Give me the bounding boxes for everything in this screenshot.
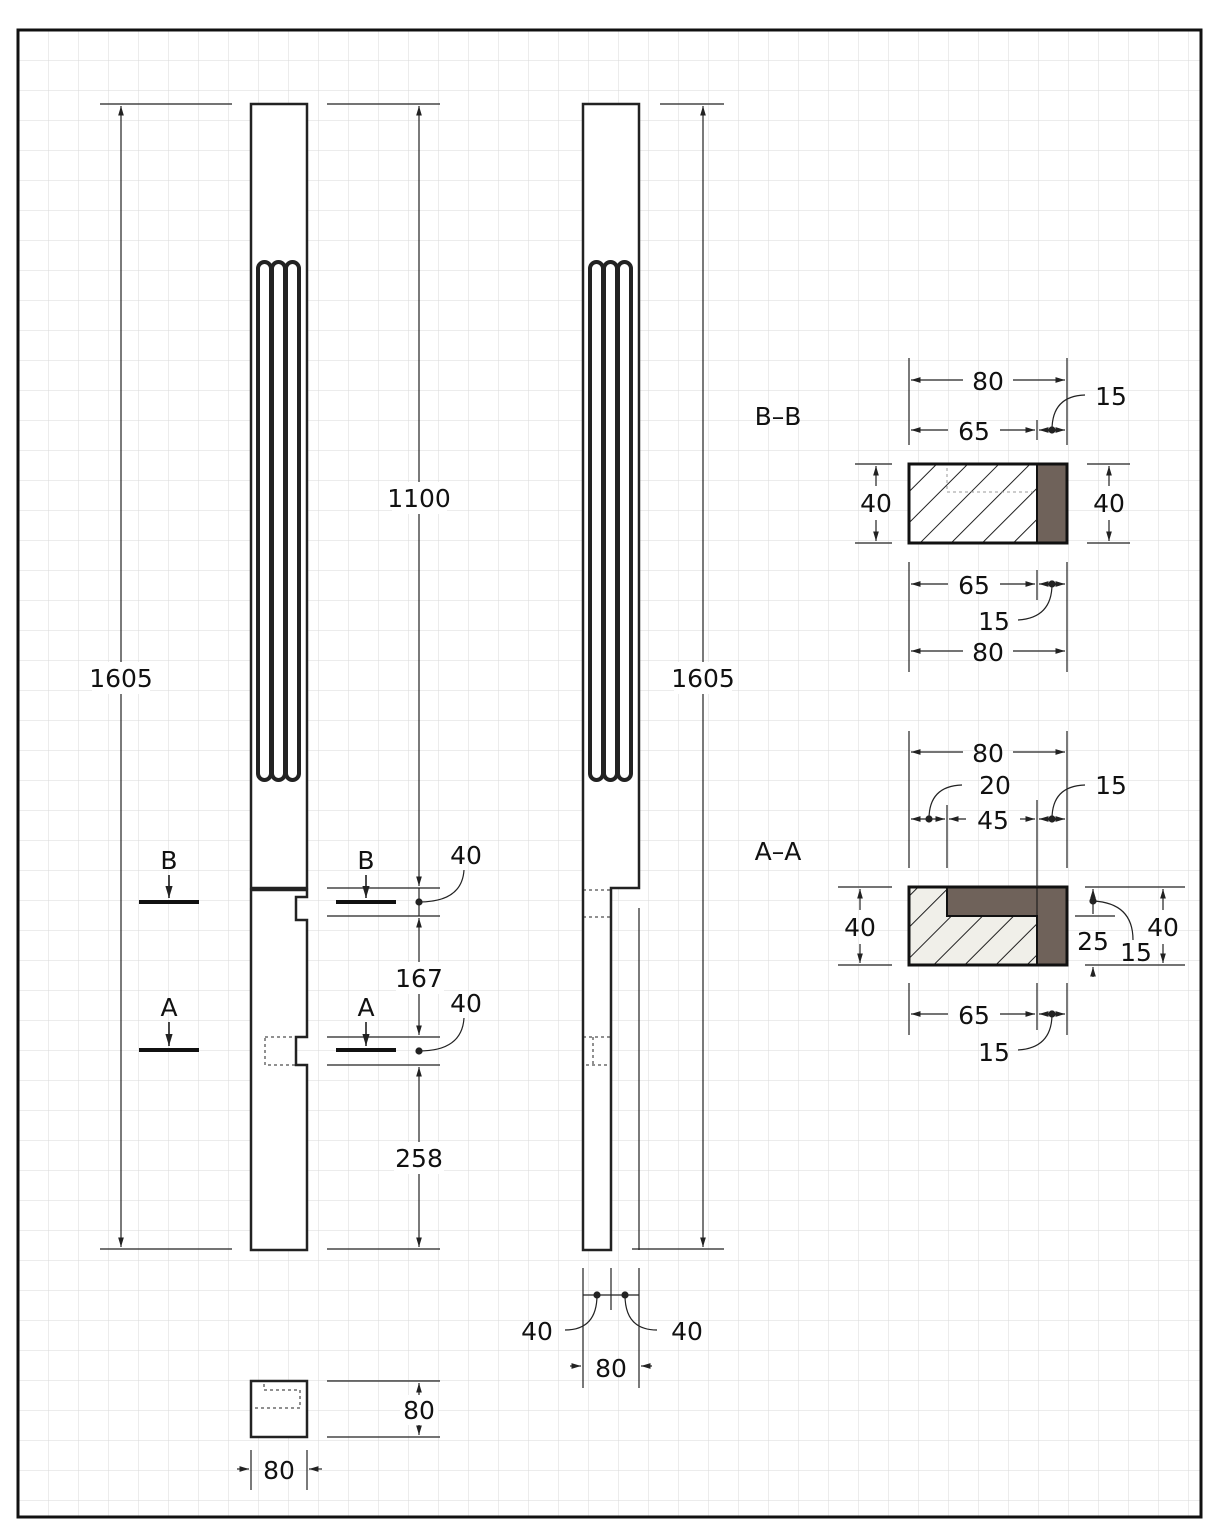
front-flute-height-label: 1100 (387, 484, 451, 513)
flutes-front (256, 260, 301, 782)
side-hidden-groove-b (583, 889, 611, 918)
plan-depth-label: 80 (403, 1396, 435, 1425)
aa-bottom-main: 65 (958, 1001, 990, 1030)
aa-bottom-edge: 15 (978, 1038, 1010, 1067)
front-total-height-label: 1605 (89, 664, 153, 693)
front-between-grooves-label: 167 (395, 964, 443, 993)
side-right-offset-label: 40 (671, 1317, 703, 1346)
bb-top-edge: 15 (1095, 382, 1127, 411)
bb-bottom-overall: 80 (972, 638, 1004, 667)
aa-top-overall: 80 (972, 739, 1004, 768)
aa-right-height: 40 (1147, 913, 1179, 942)
plan-outline (249, 1379, 309, 1439)
aa-notch-width: 20 (979, 771, 1011, 800)
section-a-left-letter: A (160, 993, 177, 1022)
front-view (249, 102, 309, 1252)
bb-top-overall: 80 (972, 367, 1004, 396)
aa-middle: 45 (977, 806, 1009, 835)
section-b-left-letter: B (160, 846, 177, 875)
front-groove-b-width-label: 40 (450, 841, 482, 870)
side-width-label: 80 (595, 1354, 627, 1383)
front-post-lower-outline (249, 888, 309, 1252)
section-bb-profile (907, 462, 1069, 545)
aa-groove-edge: 15 (1120, 938, 1152, 967)
section-bb-dim-labels: 80 65 15 40 40 65 15 80 (860, 367, 1127, 667)
plan-hidden-groove (254, 1384, 301, 1409)
side-hidden-groove-a (583, 1036, 612, 1066)
bb-bottom-main: 65 (958, 571, 990, 600)
section-aa-dim-labels: 80 20 45 15 40 25 15 40 65 15 (844, 739, 1179, 1067)
side-left-offset-label: 40 (521, 1317, 553, 1346)
aa-left-height: 40 (844, 913, 876, 942)
front-groove-a-width-label: 40 (450, 989, 482, 1018)
section-aa-profile (907, 885, 1069, 967)
section-bb-wood-edge (1037, 464, 1067, 543)
front-dim-labels: 1605 1100 40 167 40 258 (89, 482, 482, 1174)
plan-width-label: 80 (263, 1456, 295, 1485)
section-markers (139, 875, 396, 1052)
aa-groove-depth: 25 (1077, 927, 1109, 956)
plan-view (237, 1379, 440, 1490)
side-post-outline (581, 102, 641, 1252)
section-b-right-letter: B (357, 846, 374, 875)
front-bottom-height-label: 258 (395, 1144, 443, 1173)
section-aa-title: A–A (755, 837, 802, 866)
section-a-right-letter: A (357, 993, 374, 1022)
bb-top-main: 65 (958, 417, 990, 446)
sheet-border (16, 28, 1203, 1519)
front-post-outline (249, 102, 309, 890)
side-view (581, 102, 641, 1252)
section-bb-title: B–B (755, 402, 802, 431)
hidden-groove-a (264, 1036, 297, 1066)
section-marker-letters: B B A A (160, 846, 374, 1022)
bb-bottom-edge: 15 (978, 607, 1010, 636)
aa-top-edge: 15 (1095, 771, 1127, 800)
bb-right-height: 40 (1093, 489, 1125, 518)
section-bb-dimensions (855, 358, 1130, 672)
side-total-height-label: 1605 (671, 664, 735, 693)
section-aa-dimensions (838, 731, 1185, 1051)
flutes-side (588, 260, 633, 782)
bb-left-height: 40 (860, 489, 892, 518)
